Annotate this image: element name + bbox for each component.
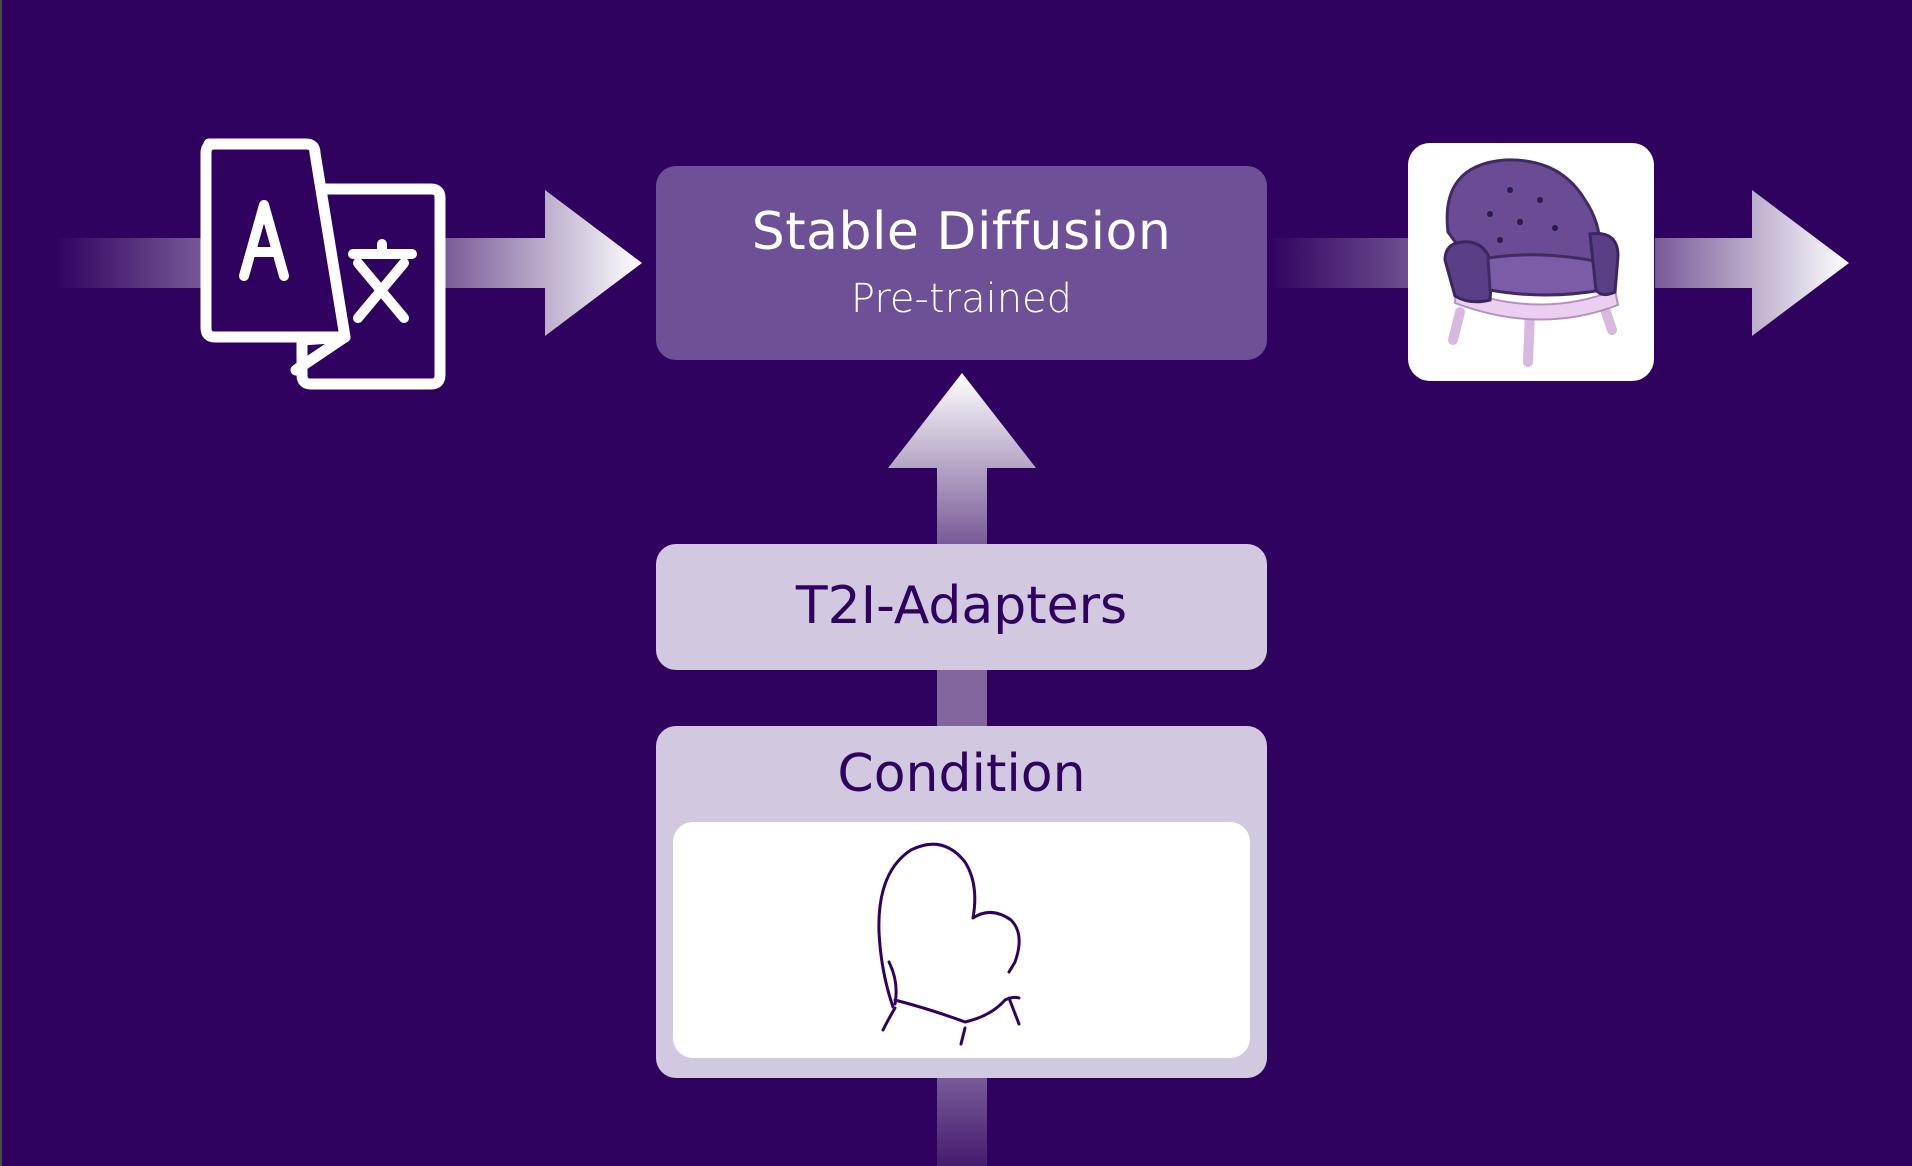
- arrow-to-stable-diffusion: [445, 190, 642, 336]
- stable-diffusion-subtitle: Pre-trained: [850, 276, 1073, 322]
- condition-label: Condition: [837, 744, 1086, 804]
- stream-to-output: [1268, 238, 1408, 288]
- connector-condition-to-adapter: [937, 670, 987, 726]
- condition-canvas: [673, 822, 1250, 1058]
- arrow-output-right: [1655, 190, 1849, 336]
- stable-diffusion-box: Stable Diffusion Pre-trained: [656, 166, 1267, 360]
- arrow-up-to-stable-diffusion: [888, 373, 1036, 544]
- input-stream: [55, 238, 205, 288]
- translate-icon: [200, 138, 446, 390]
- stream-from-bottom: [937, 1078, 987, 1166]
- stable-diffusion-title: Stable Diffusion: [751, 202, 1172, 262]
- t2i-adapters-box: T2I-Adapters: [656, 544, 1267, 670]
- condition-box: Condition: [656, 726, 1267, 1078]
- t2i-adapters-label: T2I-Adapters: [795, 576, 1128, 636]
- armchair-image: [1443, 158, 1620, 367]
- armchair-sketch: [877, 842, 1021, 1046]
- window-edge: [0, 0, 2, 1166]
